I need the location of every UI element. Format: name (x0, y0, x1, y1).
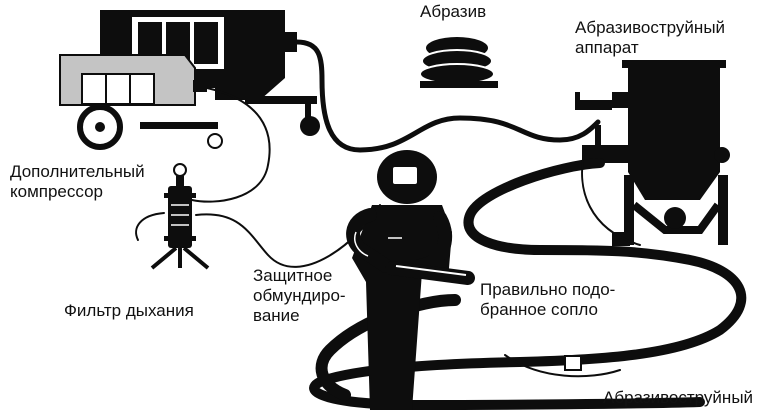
extra-compressor-label: Дополнительный компрессор (10, 162, 145, 201)
abrasive-sack (419, 37, 498, 88)
hose-coupling (564, 355, 582, 371)
protective-suit-label: Защитное обмундиро- вание (253, 266, 346, 325)
abrasive-label: Абразив (420, 2, 487, 21)
nozzle-highlight (395, 265, 467, 276)
thin-hose-bottom (504, 354, 621, 378)
blast-hose-lower (315, 294, 461, 401)
blast-machine (575, 60, 730, 246)
breathing-hose-left (135, 212, 165, 241)
breathing-filter-label: Фильтр дыхания (64, 301, 194, 320)
blast-machine-label: Абразивоструйный аппарат (575, 18, 726, 57)
blast-hose-label: Абразивоструйный (603, 388, 754, 407)
breathing-filter (150, 163, 210, 270)
additional-compressor (59, 54, 223, 150)
nozzle (385, 261, 475, 285)
breathing-hose-compressor (191, 87, 271, 203)
compressor-air-hose (294, 39, 601, 153)
thin-hose-right (581, 149, 641, 246)
operator (346, 150, 453, 410)
nozzle-label: Правильно подо- бранное сопло (480, 280, 616, 319)
